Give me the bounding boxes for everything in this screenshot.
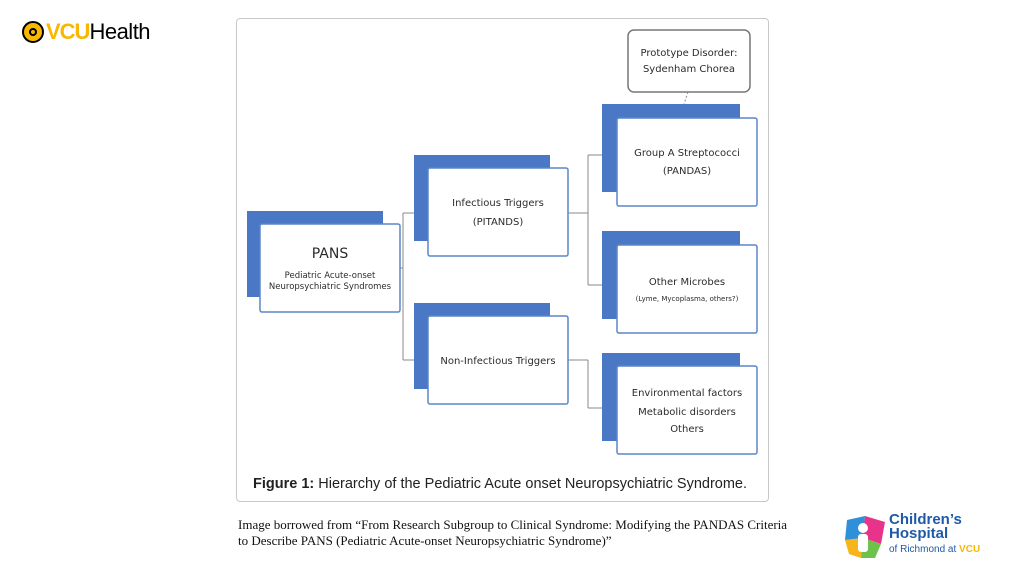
group-a-line1: Group A Streptococci xyxy=(634,148,740,159)
logo-hospital-text: Hospital xyxy=(889,525,949,542)
childrens-hospital-logo: Children’s Hospital of Richmond at VCU xyxy=(843,512,993,562)
logo-childrens-text: Children’s xyxy=(889,511,962,528)
other-microbes-line2: (Lyme, Mycoplasma, others?) xyxy=(636,295,739,303)
connector-prototype xyxy=(683,91,689,105)
caption-label: Figure 1: xyxy=(253,476,315,492)
figure-caption: Figure 1: Hierarchy of the Pediatric Acu… xyxy=(253,476,747,492)
environmental-line2: Metabolic disorders xyxy=(638,407,736,418)
prototype-line1: Prototype Disorder: xyxy=(641,48,738,59)
noninfectious-box: Non-Infectious Triggers xyxy=(414,303,569,405)
logo-richmond-prefix: of Richmond at xyxy=(889,544,960,555)
logo-vcu-text: VCU xyxy=(46,19,90,44)
pans-line2: Neuropsychiatric Syndromes xyxy=(269,282,392,292)
environmental-box: Environmental factors Metabolic disorder… xyxy=(602,353,758,455)
group-a-box: Group A Streptococci (PANDAS) xyxy=(602,104,758,207)
childrens-hospital-icon xyxy=(845,516,885,558)
logo-richmond-vcu: VCU xyxy=(959,544,981,555)
group-a-line2: (PANDAS) xyxy=(663,166,711,177)
environmental-line3: Others xyxy=(670,424,704,435)
other-microbes-box: Other Microbes (Lyme, Mycoplasma, others… xyxy=(602,231,758,334)
infectious-line1: Infectious Triggers xyxy=(452,198,544,209)
vcu-health-logo: VCU Health xyxy=(22,18,151,46)
prototype-line2: Sydenham Chorea xyxy=(643,64,735,75)
other-microbes-line1: Other Microbes xyxy=(649,277,725,288)
source-note: Image borrowed from “From Research Subgr… xyxy=(238,517,788,548)
infectious-box: Infectious Triggers (PITANDS) xyxy=(414,155,569,257)
vcu-seal-icon xyxy=(22,21,44,43)
prototype-box: Prototype Disorder: Sydenham Chorea xyxy=(627,29,751,93)
pans-line1: Pediatric Acute-onset xyxy=(285,271,376,281)
pans-title: PANS xyxy=(312,246,349,262)
environmental-line1: Environmental factors xyxy=(632,388,742,399)
pans-box: PANS Pediatric Acute-onset Neuropsychiat… xyxy=(247,211,401,313)
logo-health-text: Health xyxy=(89,19,151,44)
logo-richmond-text: of Richmond at VCU xyxy=(889,544,980,555)
infectious-line2: (PITANDS) xyxy=(473,217,524,228)
noninfectious-line1: Non-Infectious Triggers xyxy=(440,356,555,367)
caption-text: Hierarchy of the Pediatric Acute onset N… xyxy=(314,476,748,492)
